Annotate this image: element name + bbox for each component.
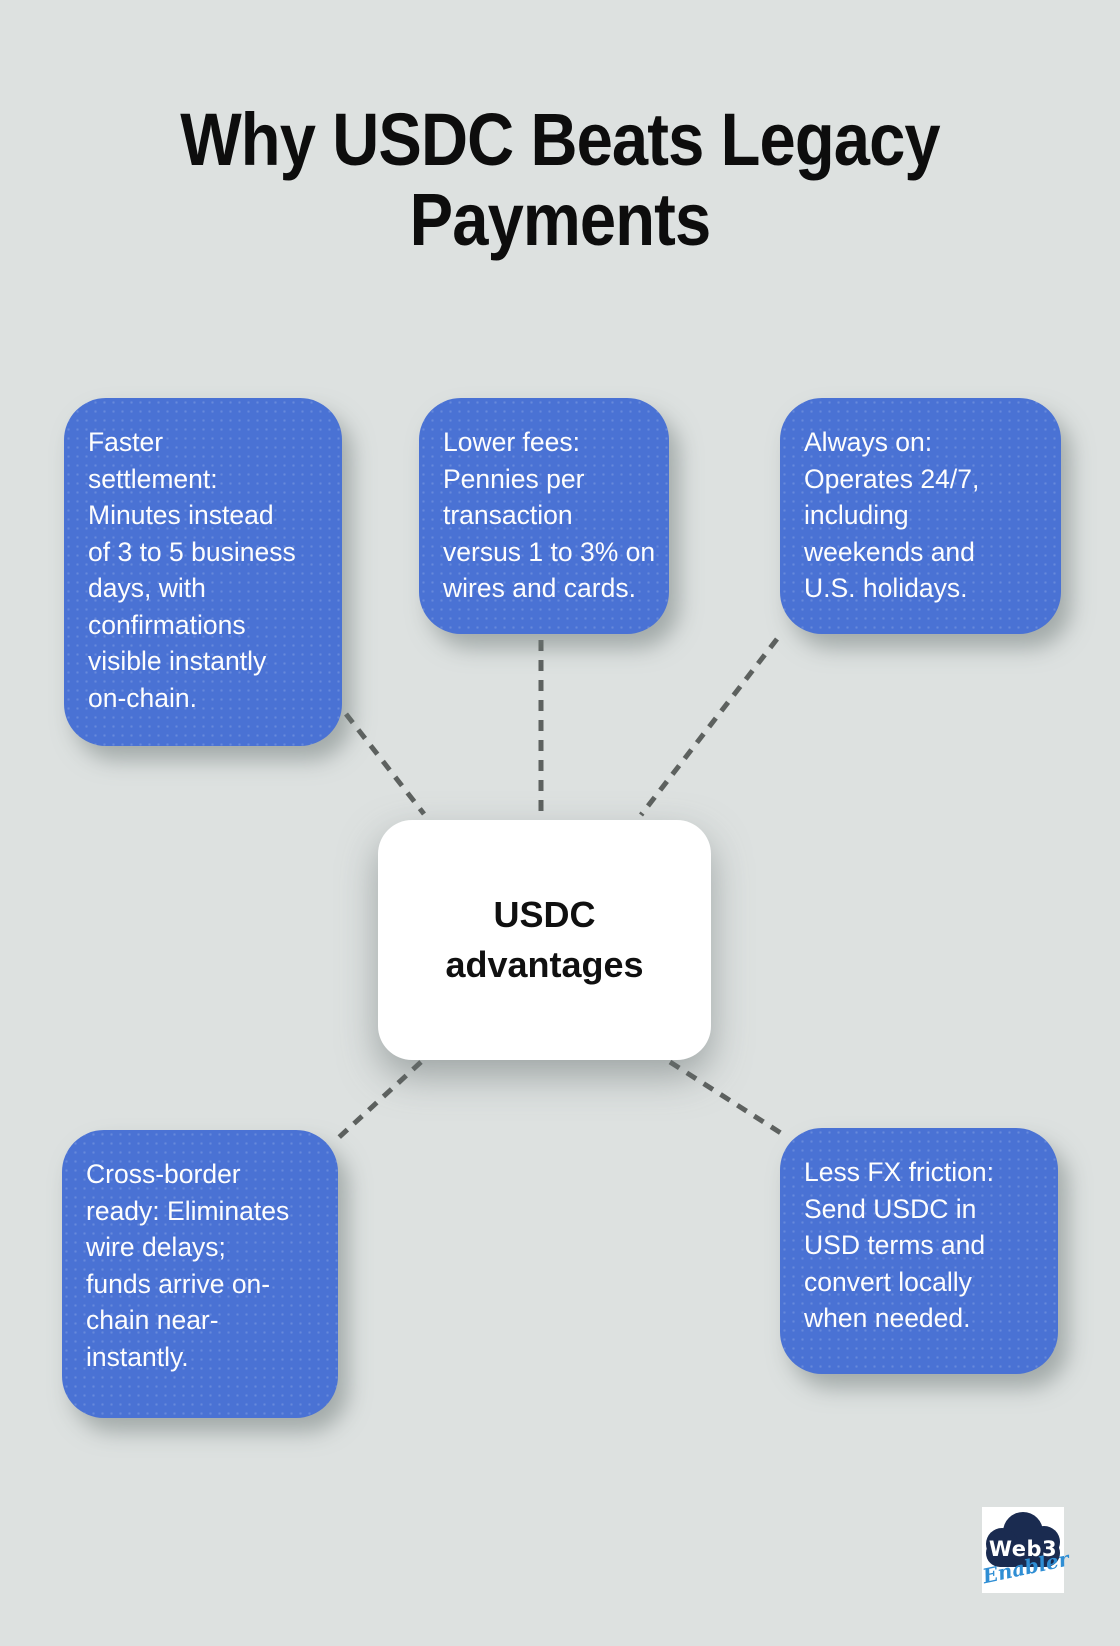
web3-enabler-logo: Web3 Enabler (980, 1507, 1071, 1593)
node-always-on: Always on: Operates 24/7, including week… (780, 398, 1061, 634)
center-node-label: USDC advantages (445, 894, 644, 985)
center-node-usdc-advantages: USDC advantages (378, 820, 711, 1060)
node-less-fx-friction-text: Less FX friction: Send USDC in USD terms… (804, 1157, 994, 1333)
connector-cross-border (333, 1060, 423, 1143)
node-cross-border-ready: Cross-border ready: Eliminates wire dela… (62, 1130, 338, 1418)
node-cross-border-ready-text: Cross-border ready: Eliminates wire dela… (86, 1159, 290, 1372)
node-lower-fees: Lower fees: Pennies per transaction vers… (419, 398, 669, 634)
page-title: Why USDC Beats Legacy Payments (180, 98, 940, 261)
node-faster-settlement-text: Faster settlement: Minutes instead of 3 … (88, 427, 296, 713)
cloud-icon (982, 1507, 1064, 1593)
connector-faster-settlement (344, 712, 426, 816)
node-lower-fees-text: Lower fees: Pennies per transaction vers… (443, 427, 656, 603)
connector-always-on (639, 637, 779, 817)
node-less-fx-friction: Less FX friction: Send USDC in USD terms… (780, 1128, 1058, 1374)
connector-less-fx (668, 1059, 789, 1140)
logo-text-web3: Web3 (988, 1537, 1058, 1561)
node-always-on-text: Always on: Operates 24/7, including week… (804, 427, 980, 603)
node-faster-settlement: Faster settlement: Minutes instead of 3 … (64, 398, 342, 746)
